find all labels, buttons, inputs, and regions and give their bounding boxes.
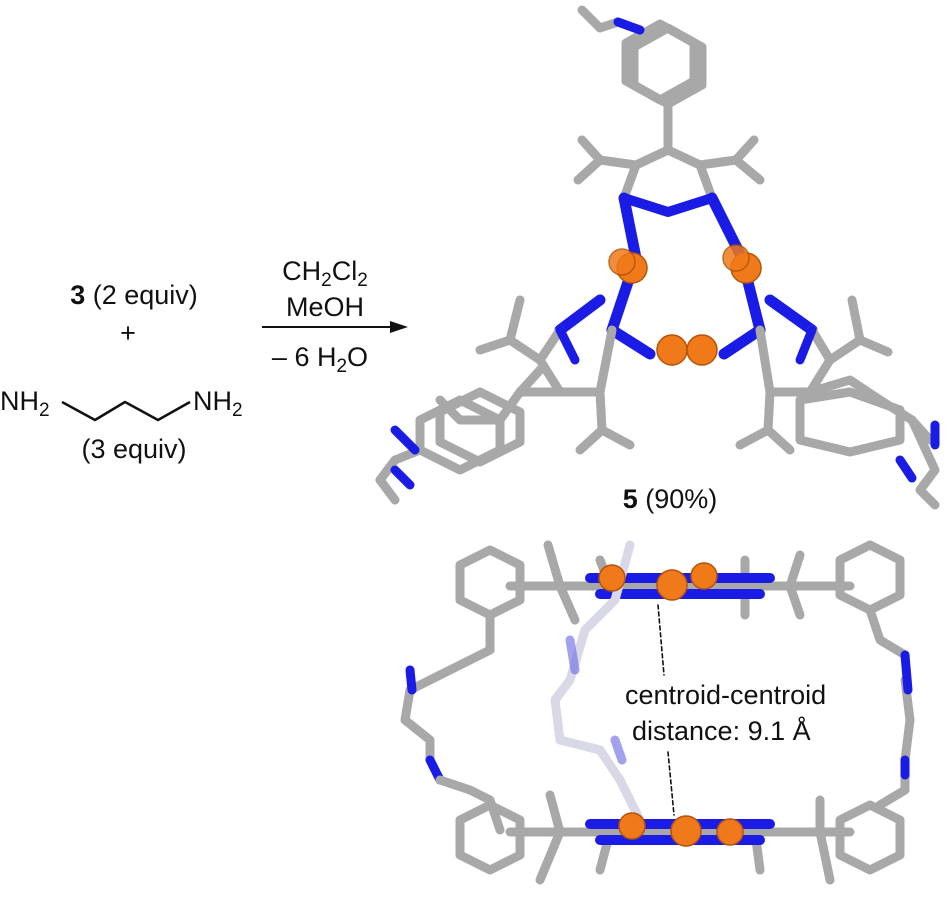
- product-label: 5 (90%): [580, 486, 760, 513]
- solvent1-text-a: CH: [282, 256, 322, 286]
- reactant-compound-label: 3 (2 equiv): [44, 282, 224, 309]
- product-number: 5: [622, 484, 638, 514]
- solvent-methanol: MeOH: [285, 292, 364, 322]
- water-loss: – 6 H2O: [245, 342, 395, 377]
- amine-equiv: (3 equiv): [81, 434, 187, 464]
- centroid-annotation-line2: distance: 9.1 Å: [632, 716, 811, 746]
- plus-sign: +: [120, 318, 136, 348]
- amine-left-group: NH2: [0, 386, 50, 421]
- solvent1-sub2: 2: [357, 270, 368, 291]
- compound-equiv: (2 equiv): [92, 280, 198, 310]
- water-loss-text-b: O: [347, 342, 369, 372]
- crystal-structure-top-view: [375, 5, 940, 510]
- solvent1-text-b: Cl: [331, 256, 358, 286]
- amine-left-sub: 2: [39, 400, 50, 421]
- crystal-structure-side-view: [400, 540, 915, 885]
- amine-right-text: NH: [193, 386, 232, 416]
- propane-chain: [61, 400, 191, 422]
- amine-left-text: NH: [0, 386, 39, 416]
- centroid-annotation-line1: centroid-centroid: [625, 680, 827, 710]
- amine-right-group: NH2: [193, 386, 243, 421]
- solvent1-sub1: 2: [321, 270, 332, 291]
- product-yield: (90%): [645, 484, 718, 514]
- solvent-dichloromethane: CH2Cl2: [255, 256, 395, 291]
- water-loss-text-a: – 6 H: [271, 342, 337, 372]
- centroid-distance-line: [657, 604, 675, 816]
- compound-number: 3: [70, 280, 86, 310]
- reaction-arrow: [262, 321, 408, 333]
- water-loss-sub: 2: [336, 356, 348, 377]
- amine-right-sub: 2: [232, 400, 243, 421]
